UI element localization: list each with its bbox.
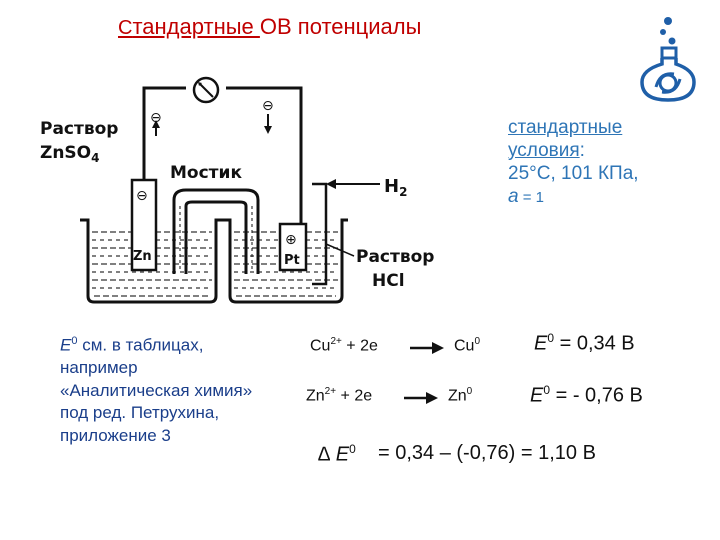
svg-text:⊖: ⊖ xyxy=(136,188,148,204)
cu-potential: E0 = 0,34 В xyxy=(534,331,635,355)
conditions-line1: стандартные xyxy=(508,117,623,138)
label-zn: Zn xyxy=(133,249,152,264)
label-pt: Pt xyxy=(284,253,300,268)
label-solution-hcl: Раствор xyxy=(356,247,434,267)
label-znso4: ZnSO4 xyxy=(40,143,99,165)
label-solution-zn: Раствор xyxy=(40,119,118,139)
arrow-right-icon xyxy=(410,342,444,354)
svg-text:⊕: ⊕ xyxy=(285,232,297,248)
anode-minus-sign: ⊖ xyxy=(150,110,162,126)
delta-e-value: = 0,34 – (-0,76) = 1,10 В xyxy=(378,442,596,464)
zn-half-reaction: Zn2+ + 2e xyxy=(306,386,373,405)
zn-product: Zn0 xyxy=(448,386,473,405)
cu-product: Cu0 xyxy=(454,336,481,355)
page-title: Стандартные ОВ потенциалы xyxy=(118,14,422,39)
label-hcl: HCl xyxy=(372,271,405,291)
galvanic-cell-diagram: ⊖ ⊖ Раствор ZnSO4 Мостик H2 Раствор HCl … xyxy=(40,76,434,304)
label-bridge: Мостик xyxy=(170,163,242,183)
arrow-right-icon xyxy=(404,392,438,404)
conditions-line2: условия: xyxy=(508,140,585,161)
cathode-minus-sign: ⊖ xyxy=(262,98,274,114)
conditions-line3: 25°С, 101 КПа, xyxy=(508,163,639,184)
zn-potential: E0 = - 0,76 В xyxy=(530,383,643,407)
flask-logo-icon xyxy=(640,17,696,102)
standard-conditions: стандартные условия: 25°С, 101 КПа, а = … xyxy=(508,116,708,209)
delta-e-label: ∆ E0 xyxy=(318,442,356,466)
reference-note: Е0 см. в таблицах, например «Аналитическ… xyxy=(60,335,253,445)
zn-electrode xyxy=(130,178,158,272)
label-h2: H2 xyxy=(384,176,407,199)
pt-electrode xyxy=(278,222,308,272)
conditions-line4: а = 1 xyxy=(508,186,545,207)
cu-half-reaction: Cu2+ + 2e xyxy=(310,336,378,355)
